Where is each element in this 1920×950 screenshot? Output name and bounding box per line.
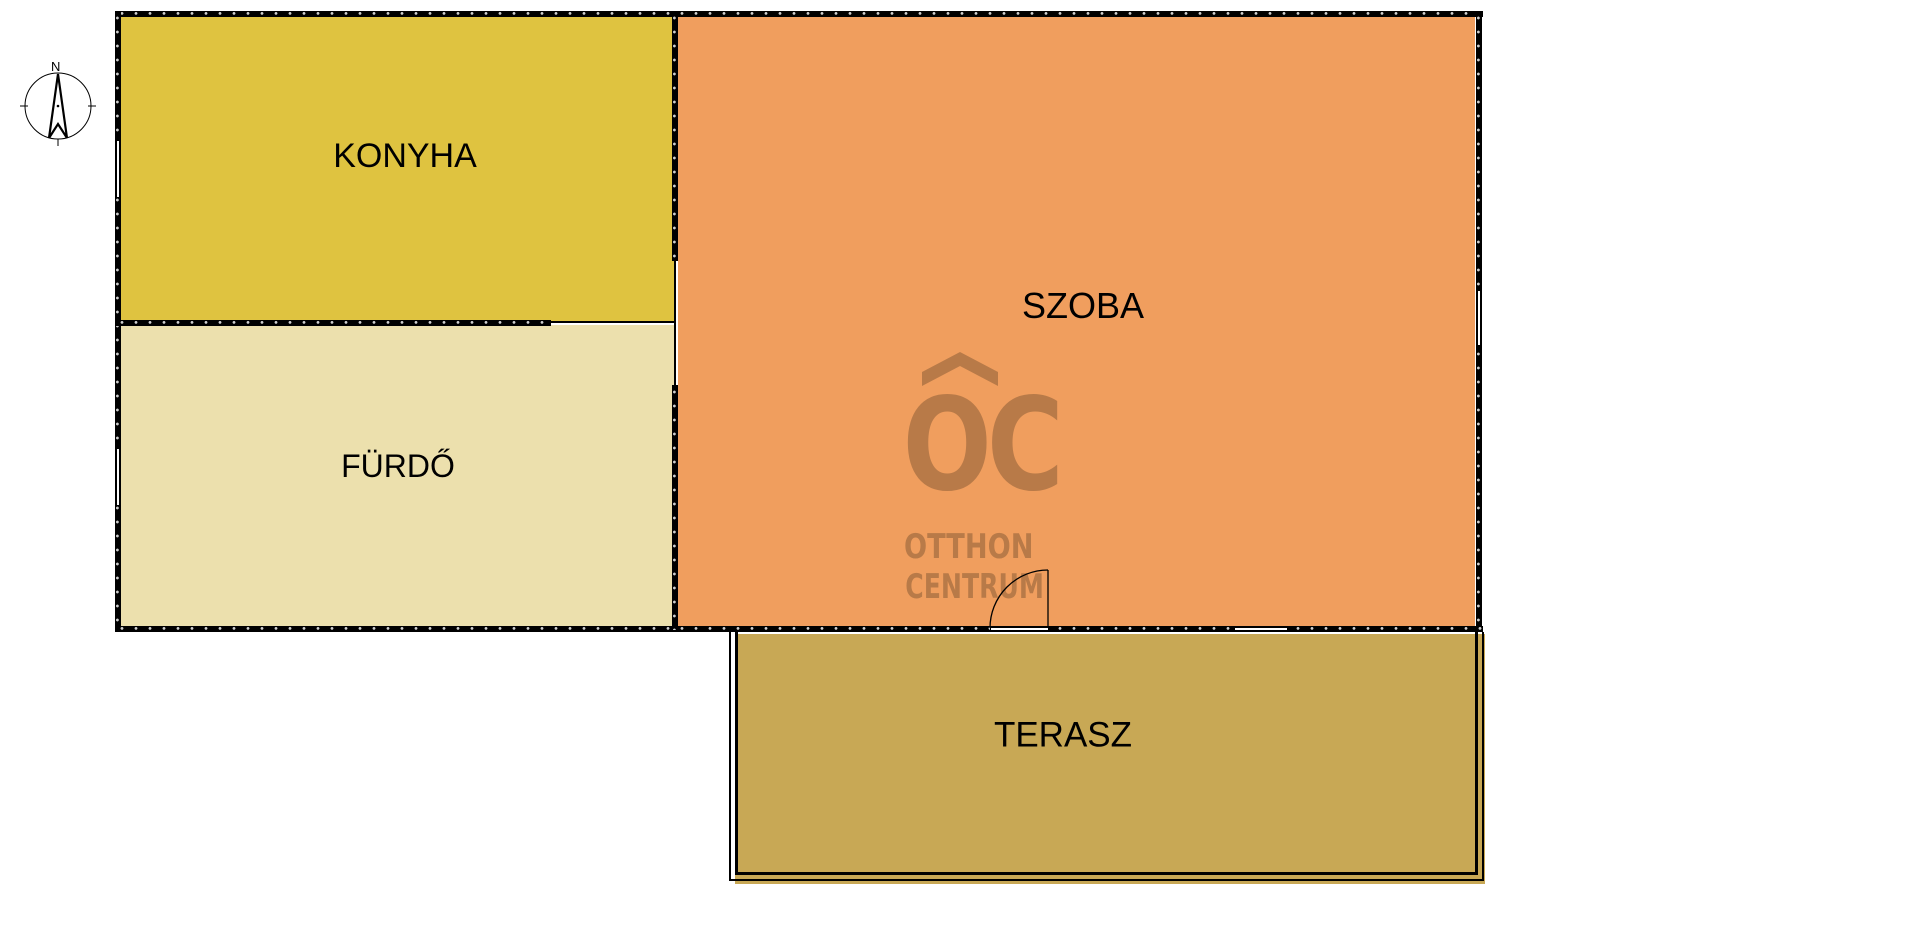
window-furdo-left xyxy=(116,448,120,506)
room-label-konyha: KONYHA xyxy=(333,137,477,175)
room-konyha xyxy=(118,15,675,323)
room-label-furdo: FÜRDŐ xyxy=(341,448,455,484)
room-label-szoba: SZOBA xyxy=(1021,285,1145,326)
wall-furdo-szoba xyxy=(672,385,678,630)
wall-top xyxy=(115,11,1483,17)
window-szoba-right xyxy=(1477,290,1481,346)
logo-monogram: OC xyxy=(902,371,1064,520)
room-label-terasz: TERASZ xyxy=(993,715,1133,755)
compass-icon xyxy=(20,72,96,146)
logo-roof-icon xyxy=(922,352,998,386)
north-compass: N xyxy=(18,58,98,148)
terasz-railing-inner xyxy=(735,632,1478,875)
room-furdo xyxy=(118,325,675,627)
door-szoba-terasz[interactable] xyxy=(990,627,1049,631)
window-konyha-left xyxy=(116,140,120,198)
logo-line-1: OTTHON xyxy=(904,527,1034,567)
watermark-logo: OC OTTHON CENTRUM xyxy=(890,352,1064,604)
terasz-railing xyxy=(729,632,1484,881)
room-szoba xyxy=(678,15,1475,627)
room-terasz xyxy=(735,634,1485,884)
wall-bottom xyxy=(115,626,1483,632)
window-szoba-terasz xyxy=(1234,627,1288,631)
partition-line xyxy=(674,261,676,386)
compass-north-label: N xyxy=(51,59,61,74)
door-swing-icon xyxy=(989,569,1049,629)
wall-konyha-furdo xyxy=(115,320,551,326)
partition-line-2 xyxy=(551,321,674,323)
wall-konyha-szoba xyxy=(672,11,678,261)
